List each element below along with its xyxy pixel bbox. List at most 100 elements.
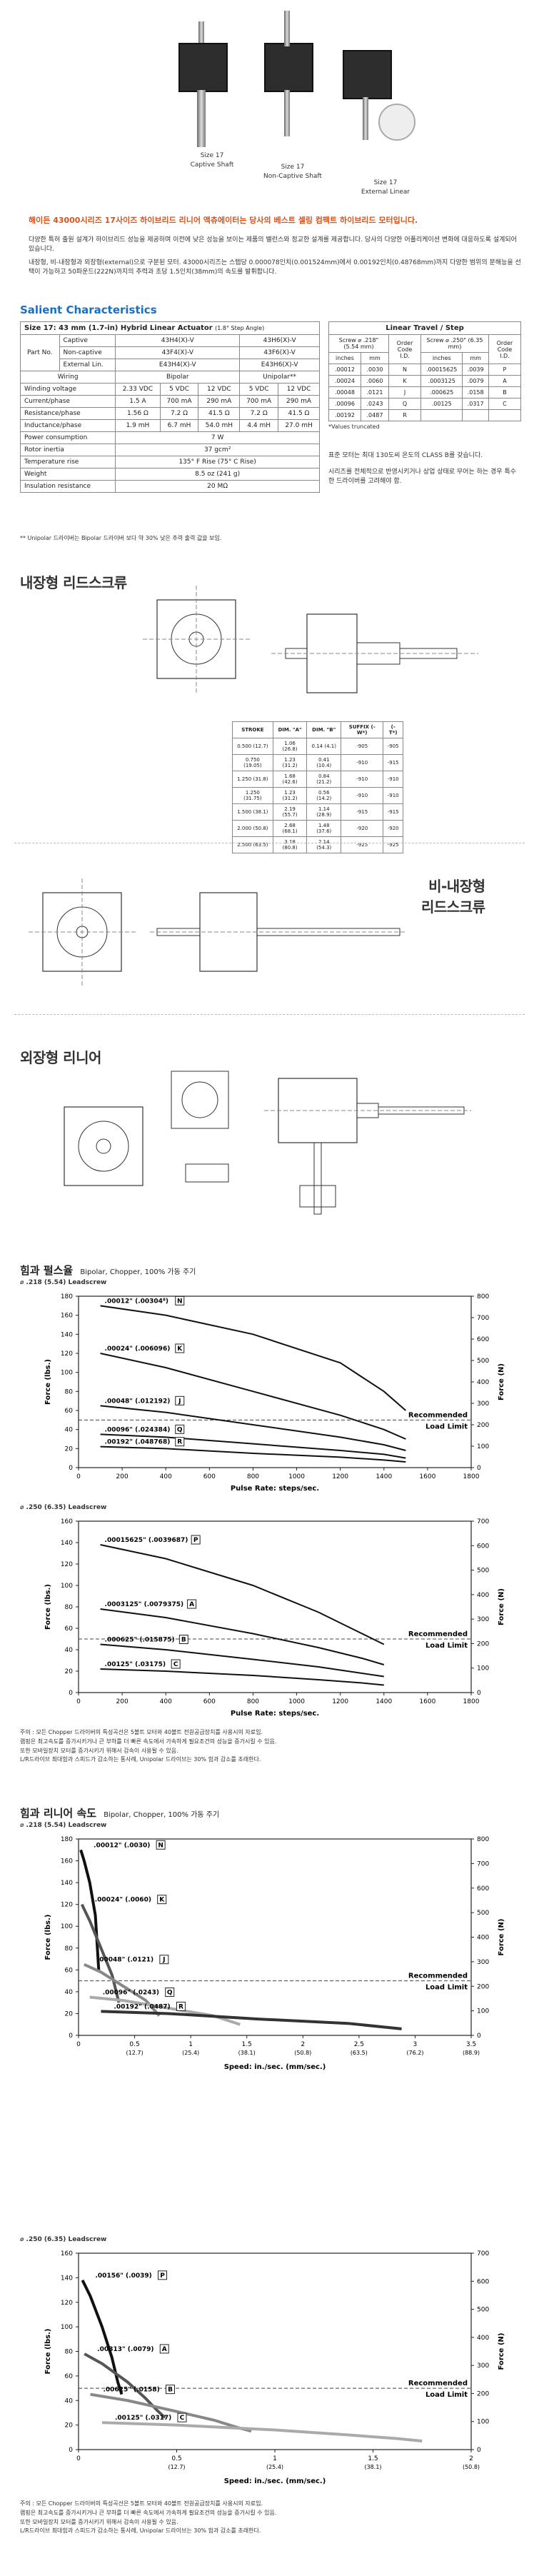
travel-note: *Values truncated: [328, 424, 380, 430]
travel-inches: inches: [420, 352, 463, 364]
travel-cell: .00048: [328, 386, 361, 399]
series-label-N: .00012" (.0030): [94, 1842, 150, 1849]
y-tick-label: 40: [65, 1989, 74, 1996]
load-limit-label: Load Limit: [425, 1423, 468, 1430]
forcepulse-subtitle: Bipolar, Chopper, 100% 가동 주기: [80, 1268, 196, 1276]
series-code-box-Q: [175, 1424, 185, 1434]
y-tick-label: 140: [61, 1331, 73, 1338]
table-cell: -920: [383, 820, 403, 837]
y-tick-label: 40: [65, 2397, 74, 2405]
series-label-J: .00048" (.0121): [97, 1957, 153, 1964]
y2-tick-label: 600: [477, 1885, 489, 1893]
travel-cell: R: [388, 409, 422, 421]
current-label: Current/phase: [19, 395, 116, 408]
y2-tick-label: 500: [477, 2307, 489, 2314]
value-cell: 12 VDC: [198, 383, 241, 396]
x-tick-label: 0: [76, 1473, 81, 1480]
part-unipolar: 43H6(X)-V: [239, 334, 320, 347]
temp-label: Temperature rise: [19, 456, 116, 468]
insulation-label: Insulation resistance: [19, 480, 116, 493]
x-tick-label: 1.5: [242, 2041, 252, 2048]
series-code-R: R: [178, 2003, 183, 2010]
recommended-label: Recommended: [408, 1630, 468, 1638]
y2-tick-label: 600: [477, 2278, 489, 2285]
table-cell: 1.23 (31.2): [272, 787, 308, 804]
power-label: Power consumption: [19, 431, 116, 444]
y2-tick-label: 800: [477, 1836, 489, 1843]
series-label-Q: .00096" (.0243): [103, 1990, 159, 1997]
series-code-A: A: [162, 2346, 167, 2353]
travel-cell: A: [488, 375, 522, 387]
table-cell: 2.68 (68.1): [272, 820, 308, 837]
series-label-C: .00125" (.03175): [105, 1661, 166, 1668]
series-code-J: J: [178, 1398, 181, 1405]
series-code-A: A: [189, 1601, 194, 1608]
resistance-label: Resistance/phase: [19, 407, 116, 420]
y-axis-label: Force (lbs.): [44, 1359, 52, 1405]
series-code-box-J: [159, 1955, 169, 1965]
x-tick-label: 1: [273, 2455, 277, 2462]
inertia-value: 37 gcm²: [115, 443, 320, 456]
part-bipolar: E43H4(X)-V: [115, 359, 241, 371]
table-row: 0.500 (12.7)1.06 (26.8)0.14 (4.1)-905-90…: [232, 738, 403, 755]
captive-drawing: [143, 586, 478, 693]
table-cell: 2.500 (63.5): [232, 836, 273, 853]
table-row: 1.250 (31.75)1.23 (31.2)0.56 (14.2)-910-…: [232, 787, 403, 804]
note-4: L/R드라이브 최대힘과 스피드가 감소하는 통사례, Unipolar 드라이…: [20, 2527, 261, 2535]
y-tick-label: 140: [61, 1540, 73, 1547]
part-bipolar: 43H4(X)-V: [115, 334, 241, 347]
speedforce-title: 힘과 리니어 속도: [20, 1807, 97, 1820]
load-limit-label: Load Limit: [425, 1984, 468, 1992]
travel-cell: .000625: [420, 386, 463, 399]
series-code-K: K: [177, 1345, 183, 1353]
value-cell: 1.9 mH: [115, 419, 161, 432]
forcepulse-screw1: ⌀ .218 (5.54) Leadscrew: [20, 1279, 107, 1286]
y2-tick-label: 500: [477, 1358, 489, 1365]
y2-tick-label: 0: [477, 1465, 481, 1472]
travel-mm: mm: [462, 352, 489, 364]
series-code-box-Q: [165, 1988, 175, 1998]
x-tick-label-mm: (25.4): [182, 2050, 199, 2056]
table-cell: -915: [383, 754, 403, 771]
series-code-box-A: [159, 2344, 169, 2354]
travel-cell: K: [388, 375, 422, 387]
y-tick-label: 80: [65, 1945, 74, 1953]
recommended-label: Recommended: [408, 2380, 468, 2387]
series-code-B: B: [181, 1637, 186, 1644]
series-label-A: .0003125" (.0079375): [105, 1601, 184, 1608]
captive-table-wrap: STROKE DIM. "A" DIM. "B" SUFFIX (-W*) (-…: [232, 721, 403, 853]
y2-tick-label: 500: [477, 1568, 489, 1575]
y2-tick-label: 400: [477, 2335, 489, 2342]
salient-table-title: Size 17: 43 mm (1.7-in) Hybrid Linear Ac…: [24, 324, 213, 332]
series-label-C: .00125" (.0317): [115, 2415, 171, 2422]
travel-cell: .0158: [462, 386, 489, 399]
y2-tick-label: 100: [477, 2419, 489, 2426]
y-tick-label: 120: [61, 1902, 73, 1909]
weight-label: Weight: [19, 468, 116, 481]
y-axis-label: Force (lbs.): [44, 1584, 52, 1630]
salient-table-title-suffix: (1.8° Step Angle): [215, 325, 265, 331]
table-cell: 3.18 (80.8): [272, 836, 308, 853]
x-tick-label: 600: [203, 1473, 216, 1480]
salient-footnote: ** Unipolar 드라이버는 Bipolar 드라이버 보다 약 30% …: [20, 535, 222, 541]
travel-cell: .0243: [360, 398, 389, 410]
y2-tick-label: 200: [477, 1422, 489, 1429]
x-tick-label: 0.5: [129, 2041, 139, 2048]
y-tick-label: 100: [61, 1583, 73, 1590]
series-code-box-K: [175, 1343, 185, 1353]
y-tick-label: 100: [61, 2324, 73, 2331]
weight-value: 8.5 oz (241 g): [115, 468, 320, 481]
value-cell: 290 mA: [198, 395, 241, 408]
part-unipolar: 43F6(X)-V: [239, 346, 320, 359]
y2-tick-label: 300: [477, 1400, 489, 1408]
note-4: L/R드라이브 최대힘과 스피드가 감소하는 통사례, Unipolar 드라이…: [20, 1756, 261, 1763]
x-tick-label-mm: (63.5): [351, 2050, 368, 2056]
x-tick-label: 1200: [332, 1473, 348, 1480]
travel-cell: .0030: [360, 364, 389, 376]
part-row-label: External Lin.: [59, 359, 116, 371]
part-bipolar: 43F4(X)-V: [115, 346, 241, 359]
series-code-box-C: [177, 2412, 187, 2422]
